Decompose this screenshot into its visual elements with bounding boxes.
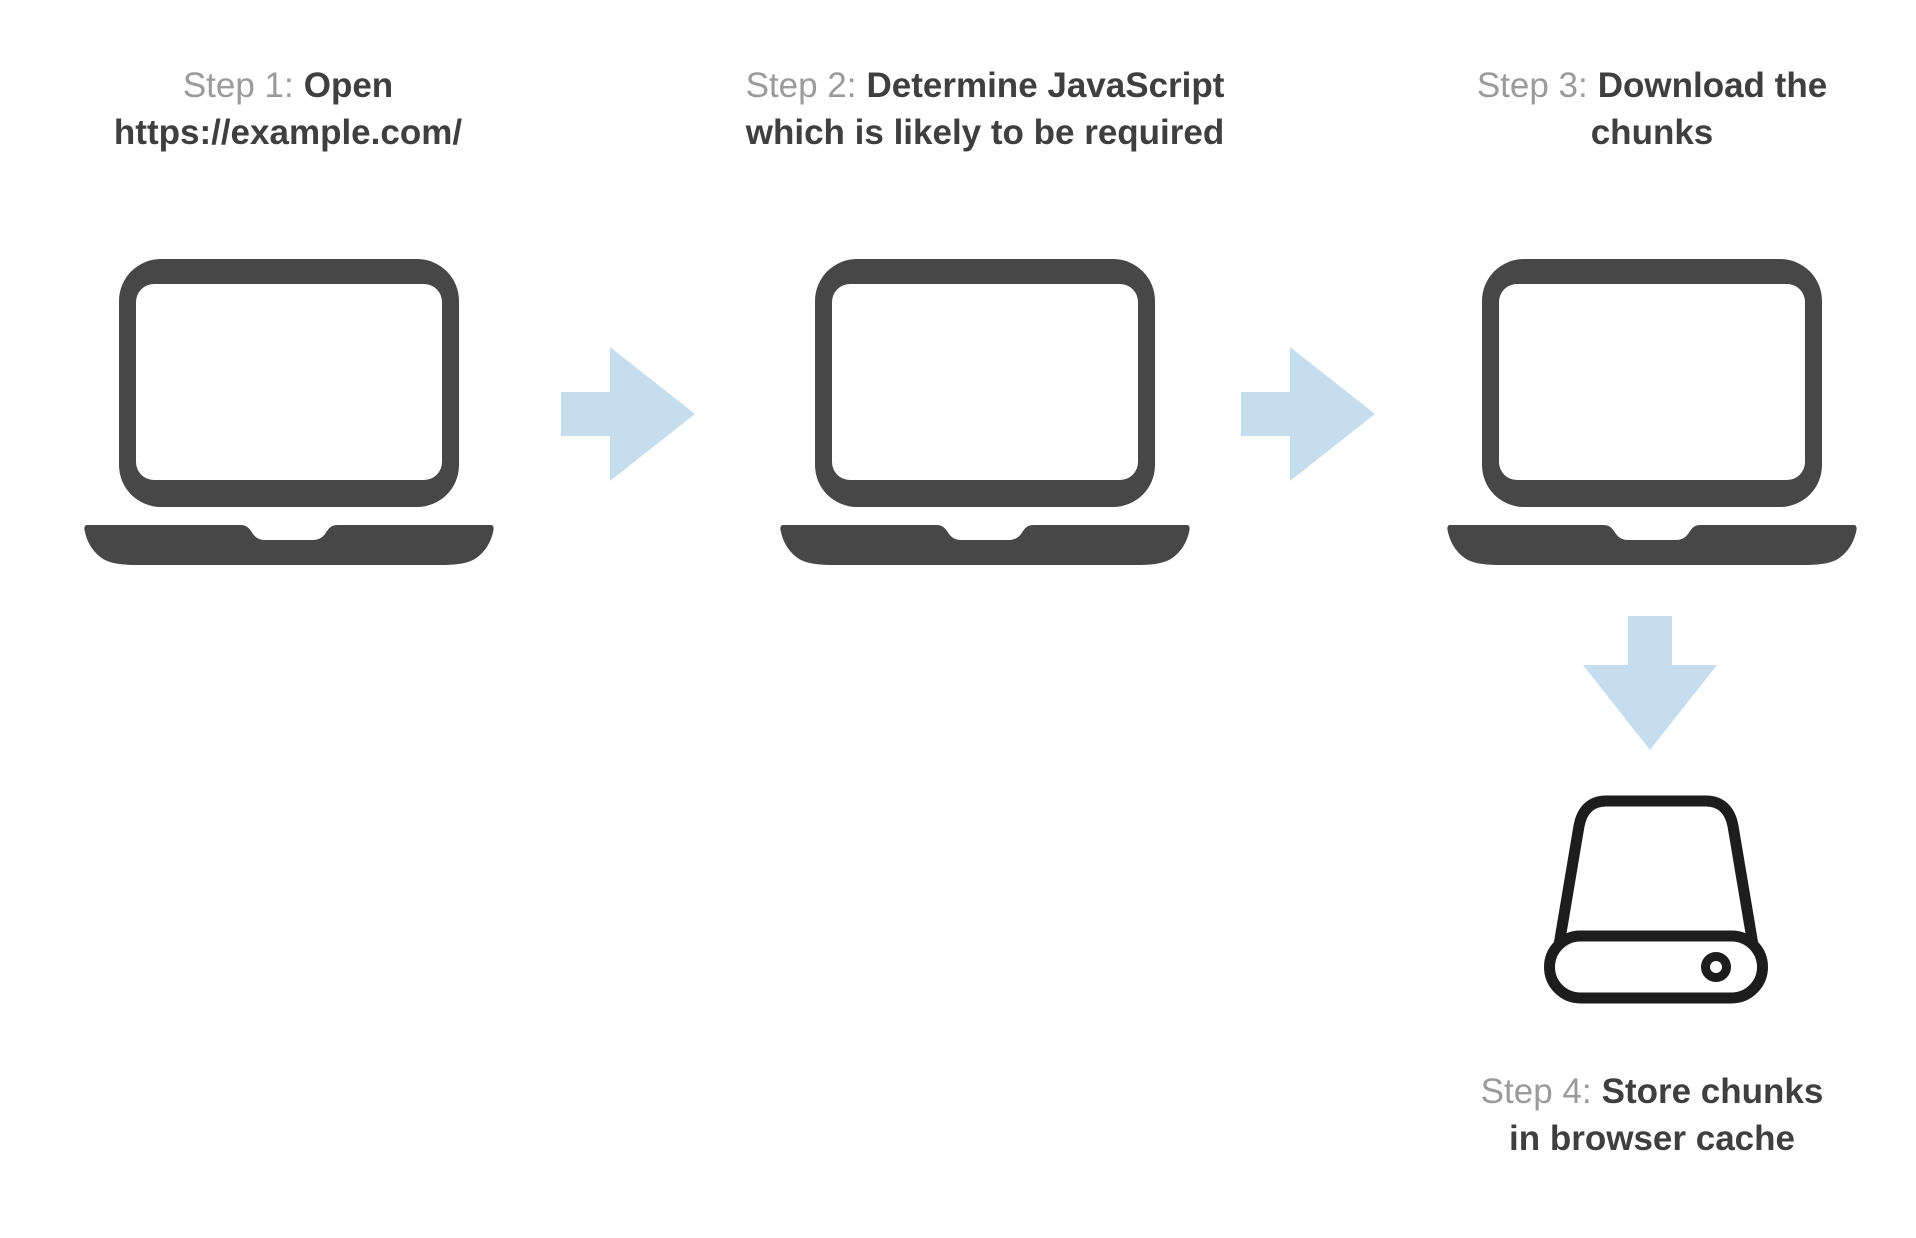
step-3-caption: Step 3:Download the chunks [1392, 62, 1912, 156]
step-2-title-part2: which is likely to be required [745, 113, 1225, 152]
step-3-label: Step 3: [1476, 66, 1588, 105]
step-1-caption: Step 1:Open https://example.com/ [28, 62, 548, 156]
step-3-title-part2: chunks [1590, 113, 1714, 152]
step-2-title-part1: Determine JavaScript [866, 66, 1225, 105]
arrow-right-icon [561, 347, 695, 481]
laptop-icon [780, 259, 1190, 565]
hard-drive-icon [1544, 790, 1768, 1004]
step-3-caption-line1: Step 3:Download the [1392, 62, 1912, 109]
arrow-down-icon [1583, 616, 1717, 750]
step-3-title-part1: Download the [1597, 66, 1828, 105]
laptop-icon [84, 259, 494, 565]
step-1-title-part1: Open [303, 66, 394, 105]
step-4-caption: Step 4:Store chunks in browser cache [1392, 1068, 1912, 1162]
arrow-right-icon [1241, 347, 1375, 481]
step-1-title-part2: https://example.com/ [113, 113, 463, 152]
step-4-label: Step 4: [1480, 1072, 1592, 1111]
laptop-icon [1447, 259, 1857, 565]
step-2-caption-line1: Step 2:Determine JavaScript [725, 62, 1245, 109]
step-2-caption: Step 2:Determine JavaScript which is lik… [725, 62, 1245, 156]
step-4-title-part1: Store chunks [1601, 1072, 1824, 1111]
step-1-label: Step 1: [182, 66, 294, 105]
step-2-label: Step 2: [745, 66, 857, 105]
step-4-caption-line1: Step 4:Store chunks [1392, 1068, 1912, 1115]
step-4-title-part2: in browser cache [1509, 1119, 1795, 1158]
step-1-caption-line1: Step 1:Open [28, 62, 548, 109]
